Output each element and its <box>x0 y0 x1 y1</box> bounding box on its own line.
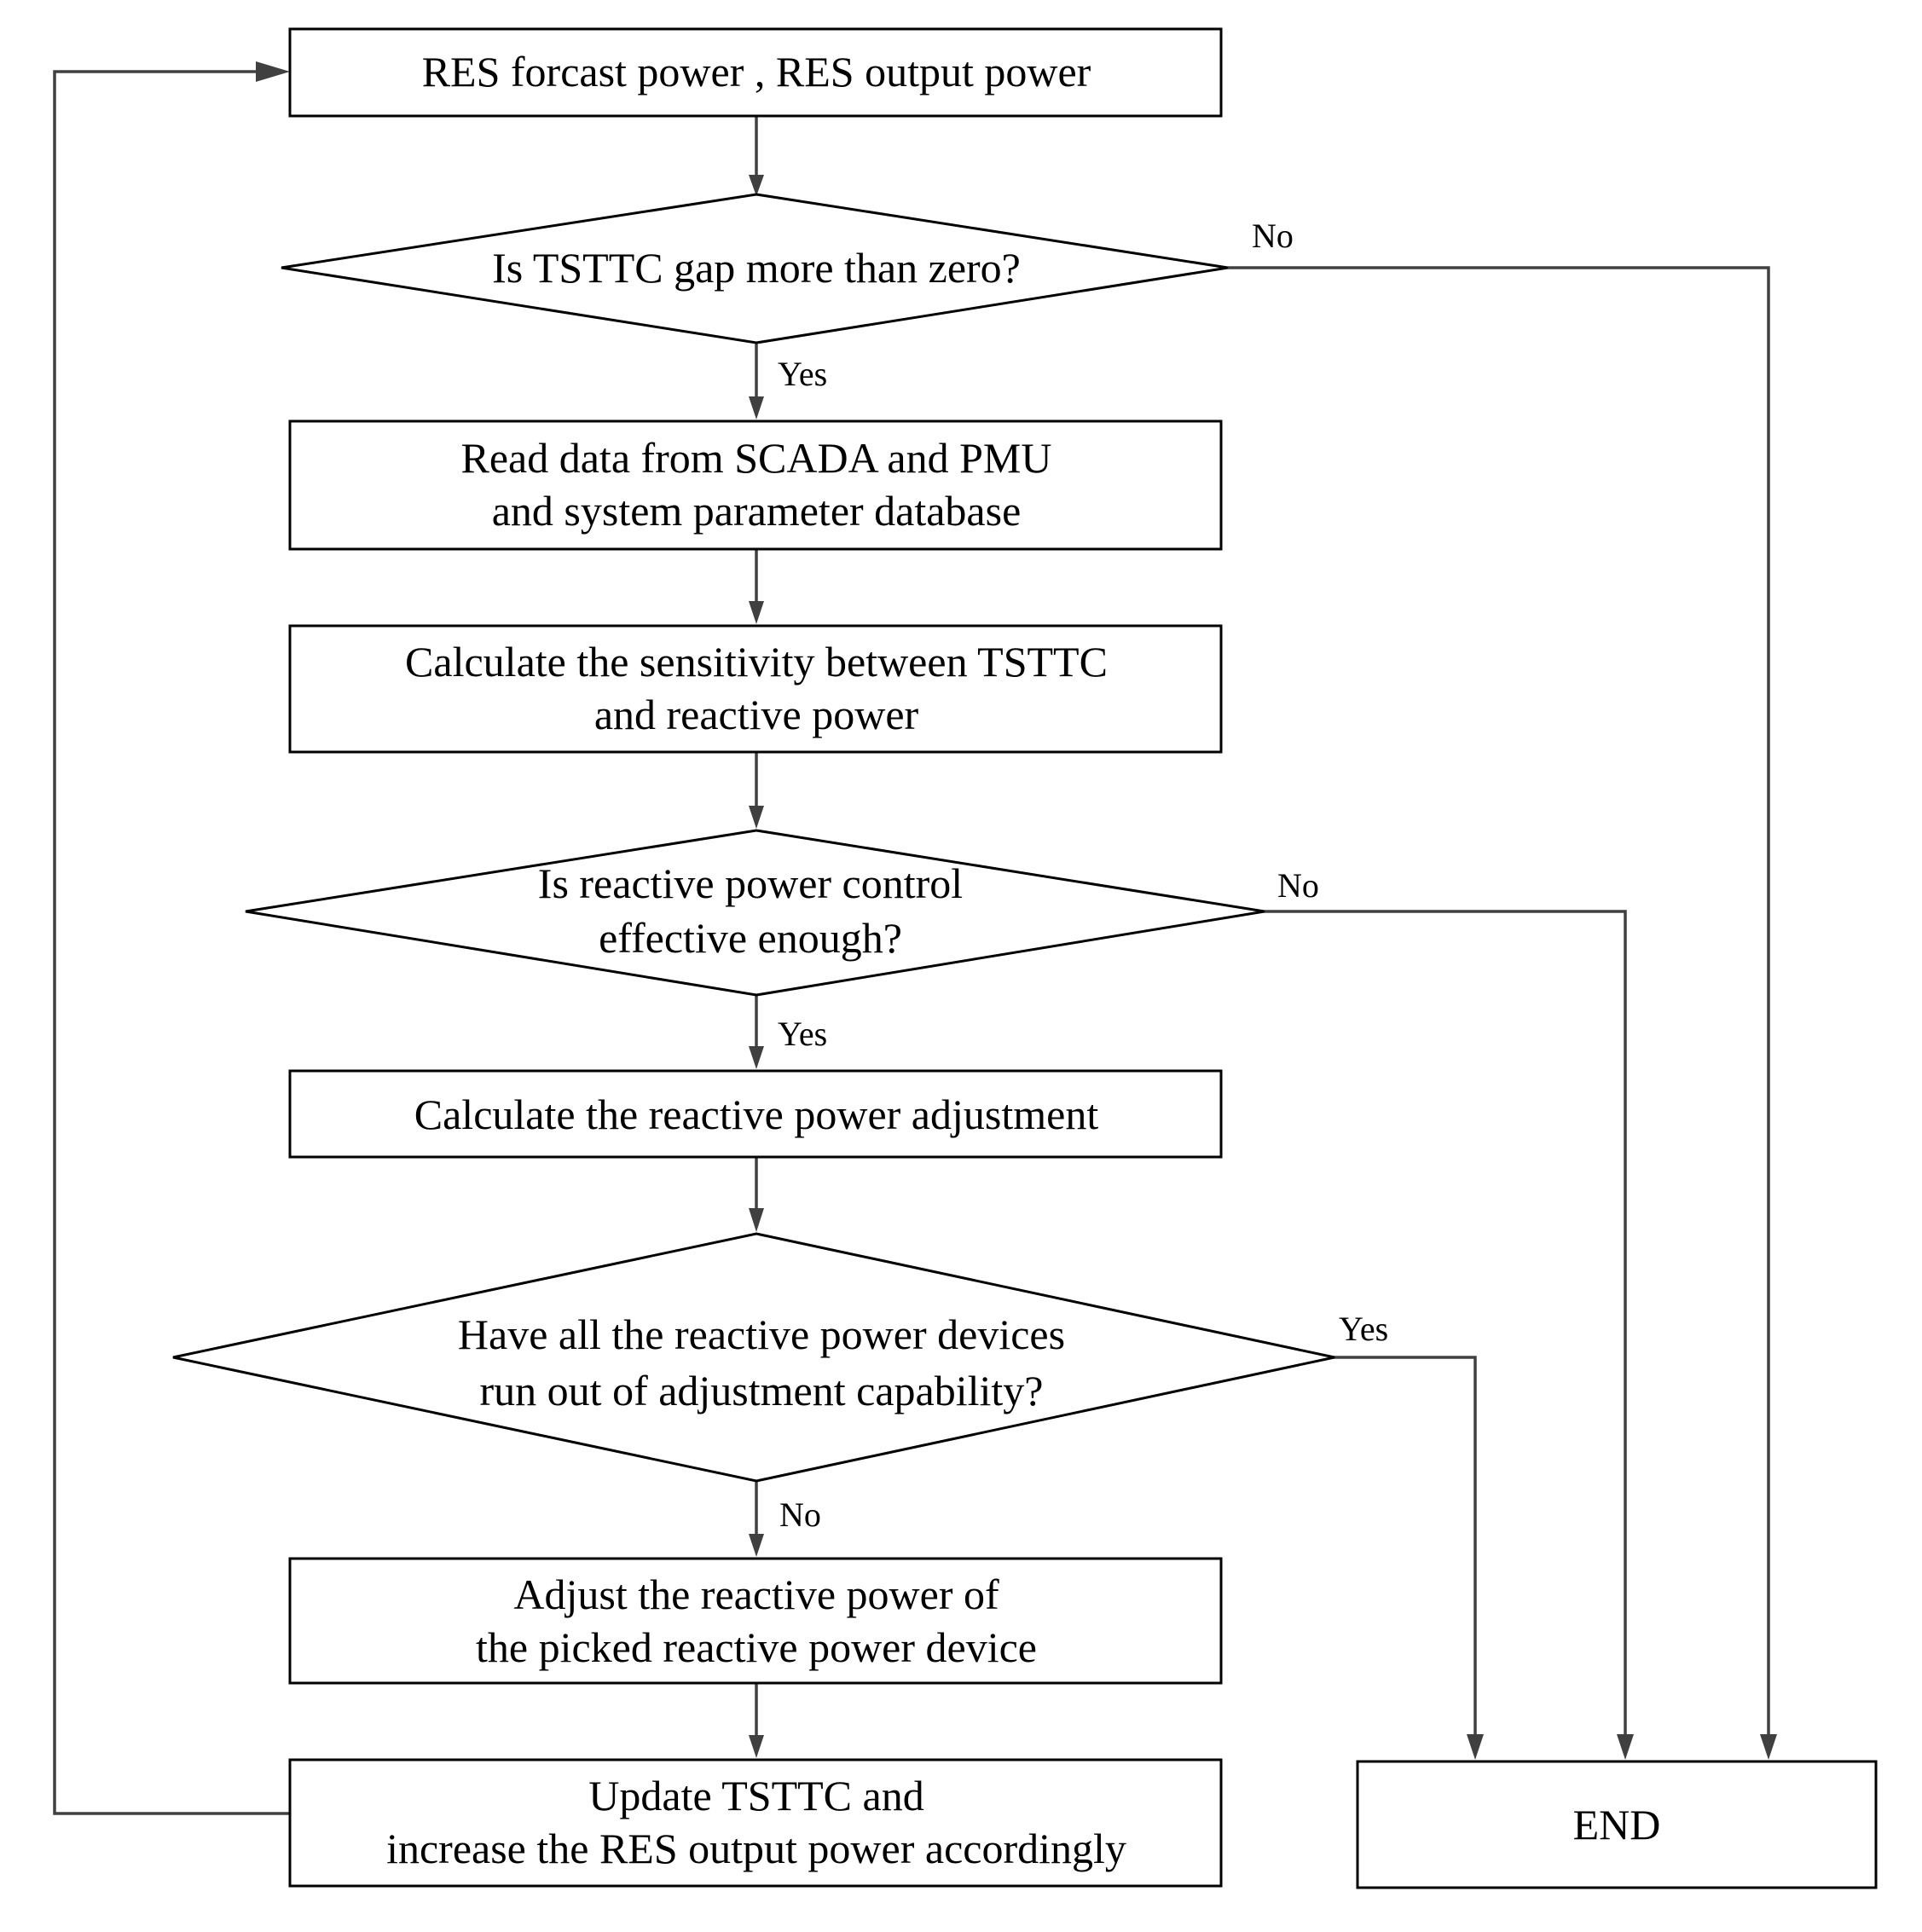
node-text: Update TSTTC and <box>588 1772 923 1819</box>
node-text: RES forcast power , RES output power <box>422 48 1091 95</box>
edge-label-no: No <box>1252 217 1294 255</box>
node-update-tsttc: Update TSTTC and increase the RES output… <box>288 1758 1223 1888</box>
node-calc-sensitivity: Calculate the sensitivity between TSTTC … <box>288 624 1223 754</box>
edge-labels: No Yes No Yes Yes No <box>778 217 1388 1534</box>
node-control-effective: Is reactive power control effective enou… <box>245 829 1265 997</box>
node-devices-capability: Have all the reactive power devices run … <box>172 1232 1335 1483</box>
node-text: Calculate the sensitivity between TSTTC <box>405 638 1108 685</box>
node-text: Adjust the reactive power of <box>513 1570 999 1618</box>
process-box <box>288 1758 1223 1888</box>
node-text: and reactive power <box>594 691 919 738</box>
node-text: increase the RES output power accordingl… <box>386 1825 1126 1872</box>
node-text: run out of adjustment capability? <box>480 1367 1044 1414</box>
arrowhead-down <box>749 1735 764 1758</box>
arrowhead-down <box>749 601 764 624</box>
node-tsttc-gap: Is TSTTC gap more than zero? <box>281 193 1229 344</box>
process-box <box>288 419 1223 551</box>
arrowhead-down <box>749 1208 764 1232</box>
connectors <box>53 70 1770 1815</box>
arrowhead-down <box>1617 1734 1634 1760</box>
node-read-data: Read data from SCADA and PMU and system … <box>288 419 1223 551</box>
edge-label-no: No <box>779 1495 821 1534</box>
arrowhead-down <box>749 175 764 196</box>
arrowhead-right <box>256 61 290 82</box>
node-text: Is reactive power control <box>538 859 963 907</box>
arrowheads <box>256 61 1777 1760</box>
arrowhead-down <box>749 1534 764 1557</box>
edge-label-yes: Yes <box>1339 1310 1388 1348</box>
node-text: END <box>1573 1801 1661 1848</box>
arrowhead-down <box>1467 1734 1484 1760</box>
edge-label-yes: Yes <box>778 1015 827 1053</box>
node-text: Is TSTTC gap more than zero? <box>492 244 1021 292</box>
decision-diamond <box>245 829 1265 997</box>
process-box <box>288 1557 1223 1685</box>
edge-devices-yes-to-end <box>1334 1356 1477 1738</box>
node-end: END <box>1356 1760 1878 1889</box>
edge-effective-no-to-end <box>1265 910 1627 1738</box>
edge-gap-no-to-end <box>1228 266 1770 1738</box>
arrowhead-down <box>749 806 764 829</box>
node-text: the picked reactive power device <box>476 1623 1037 1671</box>
arrowhead-down <box>1760 1734 1777 1760</box>
arrowhead-down <box>749 396 764 419</box>
node-text: and system parameter database <box>492 487 1022 535</box>
node-text: effective enough? <box>599 914 902 962</box>
node-adjust-device: Adjust the reactive power of the picked … <box>288 1557 1223 1685</box>
node-res-power: RES forcast power , RES output power <box>288 27 1223 118</box>
edge-label-yes: Yes <box>778 355 827 393</box>
node-calc-adjustment: Calculate the reactive power adjustment <box>288 1069 1223 1159</box>
node-text: Calculate the reactive power adjustment <box>414 1090 1099 1138</box>
process-box <box>288 624 1223 754</box>
edge-update-loop-back <box>53 70 290 1815</box>
arrowhead-down <box>749 1046 764 1069</box>
terminal-box <box>1356 1760 1878 1889</box>
node-text: Have all the reactive power devices <box>458 1310 1065 1358</box>
process-box <box>288 1069 1223 1159</box>
node-text: Read data from SCADA and PMU <box>461 434 1052 482</box>
edge-label-no: No <box>1277 866 1319 905</box>
process-box <box>288 27 1223 118</box>
decision-diamond <box>281 193 1229 344</box>
decision-diamond <box>172 1232 1335 1483</box>
